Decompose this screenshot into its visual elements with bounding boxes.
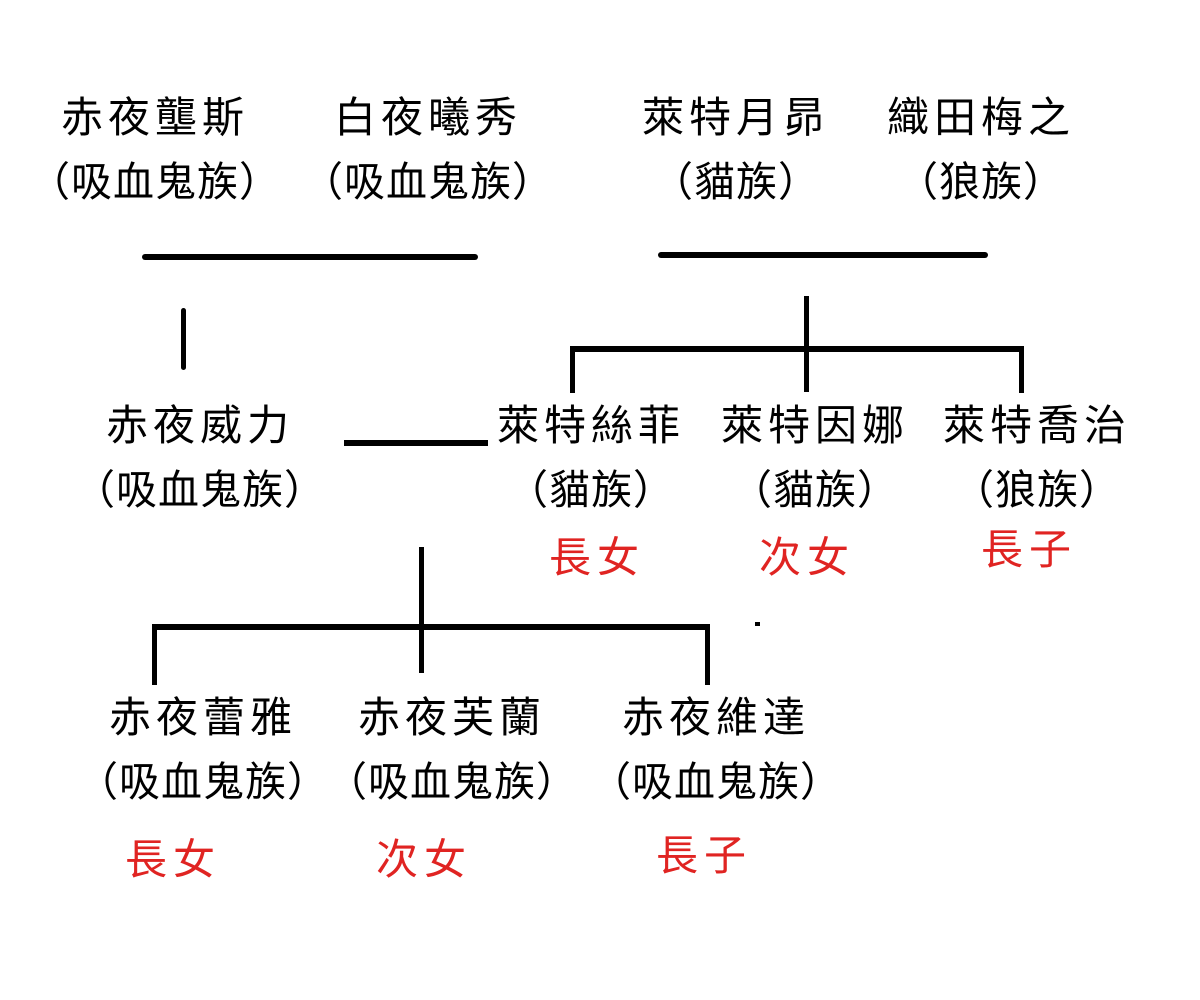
person-race: （吸血鬼族） (77, 758, 329, 806)
person-race: （吸血鬼族） (74, 466, 326, 514)
marriage-line (344, 440, 488, 446)
birth-order-tag: 長子 (655, 831, 752, 880)
sibling-drop (1019, 346, 1024, 393)
birth-order-tag: 次女 (375, 835, 472, 884)
person-node: 萊特絲菲 （貓族） 長女 (497, 400, 685, 582)
birth-order-tag: 長女 (548, 533, 646, 582)
person-name: 萊特月昴 (641, 93, 831, 142)
person-node: 赤夜蕾雅 （吸血鬼族） 長女 (77, 692, 329, 884)
person-node: 萊特喬治 （狼族） 長子 (943, 400, 1131, 582)
person-name: 萊特絲菲 (496, 401, 686, 450)
person-node: 萊特因娜 （貓族） 次女 (721, 400, 909, 582)
sibling-drop (705, 624, 710, 685)
person-name: 萊特喬治 (942, 401, 1132, 450)
descent-stem (181, 308, 186, 370)
person-name: 赤夜威力 (105, 401, 294, 450)
sibling-bar (570, 346, 1024, 352)
person-node: 白夜曦秀 （吸血鬼族） (302, 92, 554, 208)
birth-order-tag: 長子 (980, 525, 1078, 574)
marriage-line (658, 252, 988, 258)
person-node: 赤夜維達 （吸血鬼族） 長子 (590, 692, 842, 884)
person-name: 赤夜蕾雅 (108, 693, 297, 742)
birth-order-tag: 次女 (758, 533, 856, 582)
person-race: （貓族） (730, 466, 899, 514)
sibling-drop (570, 346, 575, 393)
person-node: 赤夜芙蘭 （吸血鬼族） 次女 (326, 692, 578, 884)
person-race: （吸血鬼族） (590, 758, 842, 806)
person-race: （吸血鬼族） (326, 758, 578, 806)
person-race: （吸血鬼族） (29, 158, 281, 206)
person-race: （狼族） (896, 158, 1065, 206)
birth-order-tag: 長女 (124, 835, 221, 884)
person-name: 萊特因娜 (720, 401, 910, 450)
descent-stem (804, 296, 809, 392)
person-name: 白夜曦秀 (333, 93, 522, 142)
person-name: 赤夜芙蘭 (357, 693, 546, 742)
person-name: 赤夜壟斯 (60, 93, 249, 142)
person-race: （狼族） (952, 466, 1121, 514)
marriage-line (142, 254, 478, 260)
person-node: 萊特月昴 （貓族） (642, 92, 830, 208)
person-node: 赤夜壟斯 （吸血鬼族） (29, 92, 281, 208)
sibling-drop (152, 624, 157, 685)
person-race: （吸血鬼族） (302, 158, 554, 206)
stray-dot (755, 622, 760, 626)
person-node: 織田梅之 （狼族） (887, 92, 1075, 208)
person-node: 赤夜威力 （吸血鬼族） (74, 400, 326, 516)
person-race: （貓族） (651, 158, 820, 206)
person-race: （貓族） (506, 466, 675, 514)
descent-stem (419, 547, 424, 673)
sibling-bar (152, 624, 710, 630)
person-name: 赤夜維達 (621, 693, 810, 742)
person-name: 織田梅之 (886, 93, 1076, 142)
